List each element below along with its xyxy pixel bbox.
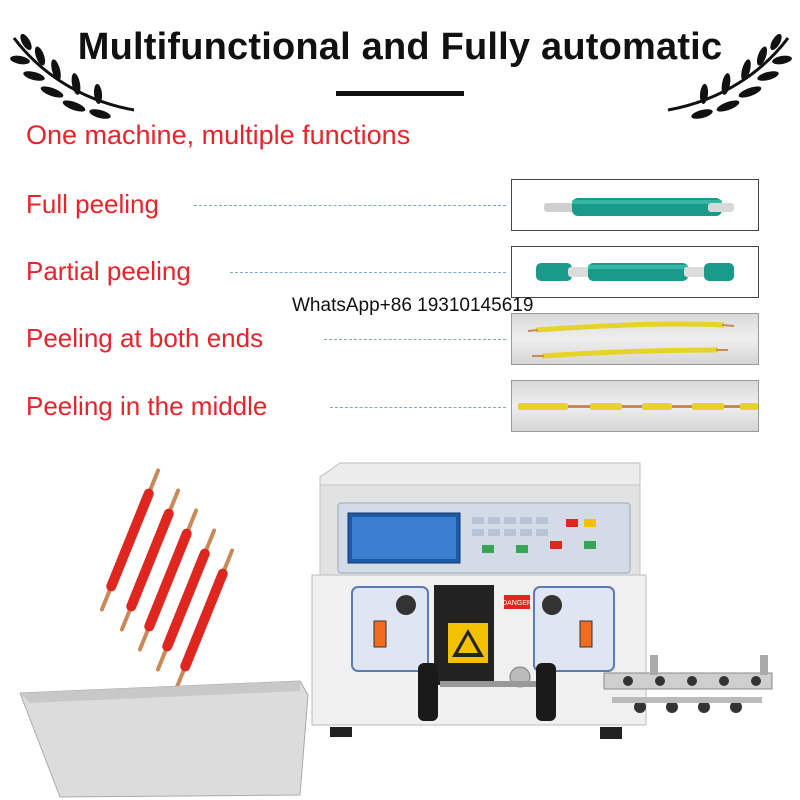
feature-label-peeling-middle: Peeling in the middle (26, 391, 268, 421)
headline-underline (336, 91, 464, 96)
subtitle: One machine, multiple functions (26, 120, 411, 150)
sample-full-peeling (511, 179, 759, 231)
sample-partial-peeling (511, 246, 759, 298)
leader-line (194, 205, 506, 206)
warning-triangle-icon (448, 623, 488, 663)
laurel-right-icon (667, 33, 792, 119)
sample-peeling-both-ends (511, 313, 759, 365)
feature-label-peeling-both-ends: Peeling at both ends (26, 323, 264, 353)
headline: Multifunctional and Fully automatic (77, 26, 723, 68)
laurel-left-icon (10, 33, 135, 119)
feature-label-partial-peeling: Partial peeling (26, 256, 191, 286)
warning-label-text: DANGER (502, 600, 532, 607)
leader-line (230, 272, 506, 273)
sample-peeling-middle (511, 380, 759, 432)
feature-label-full-peeling: Full peeling (26, 189, 159, 219)
watermark-contact: WhatsApp+86 19310145619 (292, 295, 534, 316)
wire-stripping-machine: DANGER (19, 462, 773, 798)
leader-line (330, 407, 506, 408)
leader-line (324, 339, 506, 340)
red-stripped-wires (99, 468, 235, 692)
